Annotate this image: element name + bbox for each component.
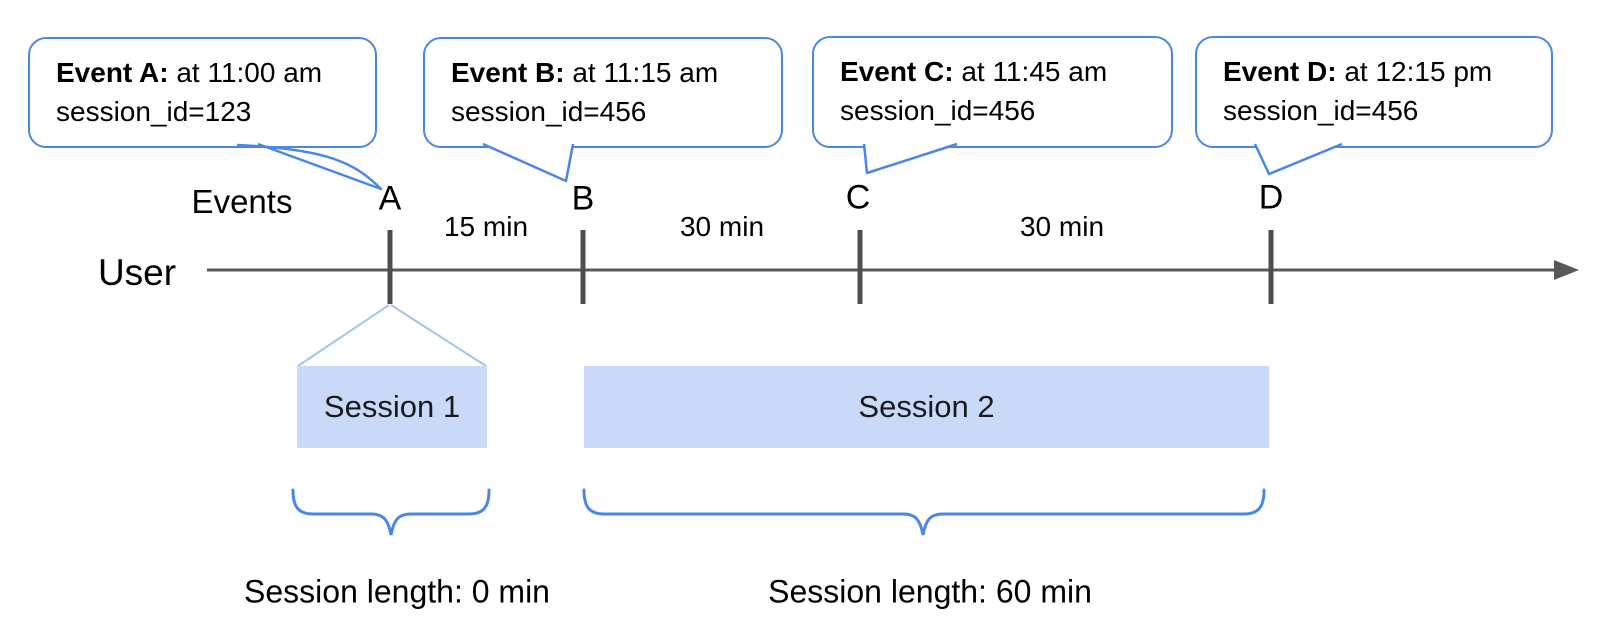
event-d-bubble-tail — [1253, 142, 1343, 176]
event-c-bubble-tail — [862, 142, 958, 175]
event-d-time: at 12:15 pm — [1336, 56, 1493, 87]
interval-c-d-label: 30 min — [1019, 211, 1105, 242]
event-d-session-id: session_id=456 — [1223, 95, 1419, 126]
event-c-time: at 11:45 am — [953, 56, 1108, 87]
event-c-line1: Event C: at 11:45 am — [840, 52, 1161, 91]
funnel-line-right — [390, 304, 487, 367]
user-row-label: User — [97, 252, 177, 293]
event-c-name: Event C: — [840, 56, 954, 87]
event-marker-a: A — [378, 179, 402, 218]
event-a-name: Event A: — [56, 57, 169, 88]
event-a-bubble: Event A: at 11:00 am session_id=123 — [28, 37, 377, 148]
event-marker-c: C — [845, 178, 871, 217]
event-b-bubble: Event B: at 11:15 am session_id=456 — [423, 37, 783, 148]
event-a-time: at 11:00 am — [168, 57, 323, 88]
event-b-time: at 11:15 am — [564, 57, 719, 88]
session-2-bar: Session 2 — [584, 366, 1269, 448]
event-c-session-id: session_id=456 — [840, 95, 1036, 126]
event-d-line1: Event D: at 12:15 pm — [1223, 52, 1541, 91]
event-c-bubble: Event C: at 11:45 am session_id=456 — [812, 36, 1173, 148]
event-b-session-id: session_id=456 — [451, 96, 647, 127]
event-d-bubble: Event D: at 12:15 pm session_id=456 — [1195, 36, 1553, 148]
session-2-length-label: Session length: 60 min — [768, 573, 1092, 610]
event-d-name: Event D: — [1223, 56, 1337, 87]
event-b-name: Event B: — [451, 57, 565, 88]
event-a-line1: Event A: at 11:00 am — [56, 53, 365, 92]
events-row-label: Events — [191, 183, 293, 220]
event-b-line1: Event B: at 11:15 am — [451, 53, 771, 92]
session-1-bar: Session 1 — [297, 366, 487, 448]
funnel-line-left — [297, 304, 390, 367]
session-2-brace — [582, 488, 1266, 536]
interval-a-b-label: 15 min — [443, 211, 529, 242]
interval-b-c-label: 30 min — [679, 211, 765, 242]
session-1-length-label: Session length: 0 min — [244, 573, 550, 610]
session-1-label: Session 1 — [323, 389, 461, 424]
event-marker-b: B — [571, 179, 595, 218]
event-b-bubble-tail — [482, 142, 575, 183]
session-1-brace — [291, 488, 491, 536]
session-2-label: Session 2 — [858, 389, 995, 424]
event-marker-d: D — [1258, 178, 1284, 217]
event-a-session-id: session_id=123 — [56, 96, 252, 127]
timeline-arrowhead-icon — [1554, 260, 1579, 280]
